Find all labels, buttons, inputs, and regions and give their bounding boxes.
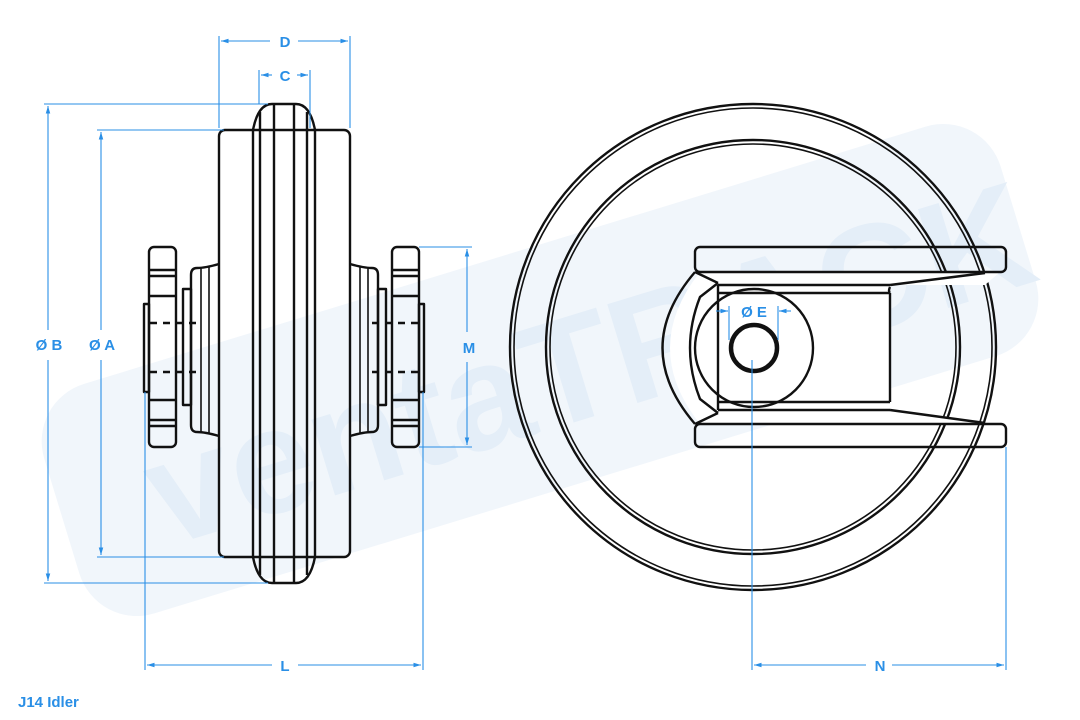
label-a: Ø A [89, 337, 115, 354]
label-e: Ø E [741, 304, 767, 321]
side-view [142, 102, 426, 585]
label-b: Ø B [36, 337, 63, 354]
tread-top [251, 102, 317, 131]
left-hub [142, 245, 220, 449]
label-l: L [280, 658, 289, 675]
label-n: N [875, 658, 886, 675]
drawing-title: J14 Idler [18, 694, 79, 711]
tread-bottom [251, 556, 317, 585]
watermark: ventaTRACK [41, 123, 1052, 617]
right-hub [349, 245, 426, 449]
dimension-labels: D C Ø B Ø A M L N Ø E [36, 34, 886, 675]
bore [728, 322, 780, 374]
hub-circle [693, 287, 815, 409]
label-c: C [280, 68, 291, 85]
inner-rim [544, 138, 962, 556]
tread-lines [251, 104, 317, 583]
outer-rim [508, 102, 998, 592]
dimension-lines [44, 36, 1007, 670]
label-d: D [280, 34, 291, 51]
label-m: M [463, 340, 476, 357]
wheel-flange [217, 128, 352, 559]
